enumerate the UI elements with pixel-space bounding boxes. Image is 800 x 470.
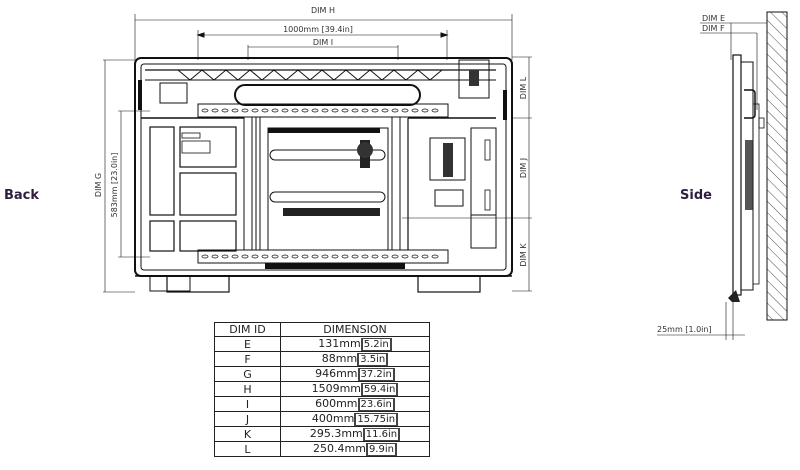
- dim-f-label: DIM F: [702, 24, 725, 33]
- header-dim-id: DIM ID: [214, 322, 281, 337]
- side-view-label: Side: [680, 188, 712, 203]
- dim-id-cell: L: [214, 441, 281, 457]
- dim-l-label: DIM L: [519, 76, 528, 99]
- dim-id-cell: G: [214, 366, 281, 382]
- back-view-label: Back: [4, 188, 40, 203]
- header-dimension: DIMENSION: [280, 322, 430, 337]
- dim-583mm-label: 583mm [23.0in]: [110, 153, 119, 218]
- dim-g-label: DIM G: [94, 173, 103, 197]
- dim-1000mm-label: 1000mm [39.4in]: [283, 25, 353, 34]
- dim-i-label: DIM I: [313, 38, 333, 47]
- dim-id-cell: F: [214, 351, 281, 367]
- dim-id-cell: I: [214, 396, 281, 412]
- dim-e-label: DIM E: [702, 14, 725, 23]
- dim-k-label: DIM K: [519, 243, 528, 267]
- dim-id-cell: K: [214, 426, 281, 442]
- dim-h-label: DIM H: [311, 6, 335, 15]
- dim-id-cell: H: [214, 381, 281, 397]
- dim-id-cell: E: [214, 336, 281, 352]
- dim-25mm-label: 25mm [1.0in]: [657, 325, 712, 334]
- table-header-row: DIM ID DIMENSION: [214, 322, 430, 337]
- dim-id-cell: J: [214, 411, 281, 427]
- back-view-drawing: [103, 14, 532, 293]
- dim-j-label: DIM J: [519, 158, 528, 178]
- side-view-drawing: [657, 11, 788, 340]
